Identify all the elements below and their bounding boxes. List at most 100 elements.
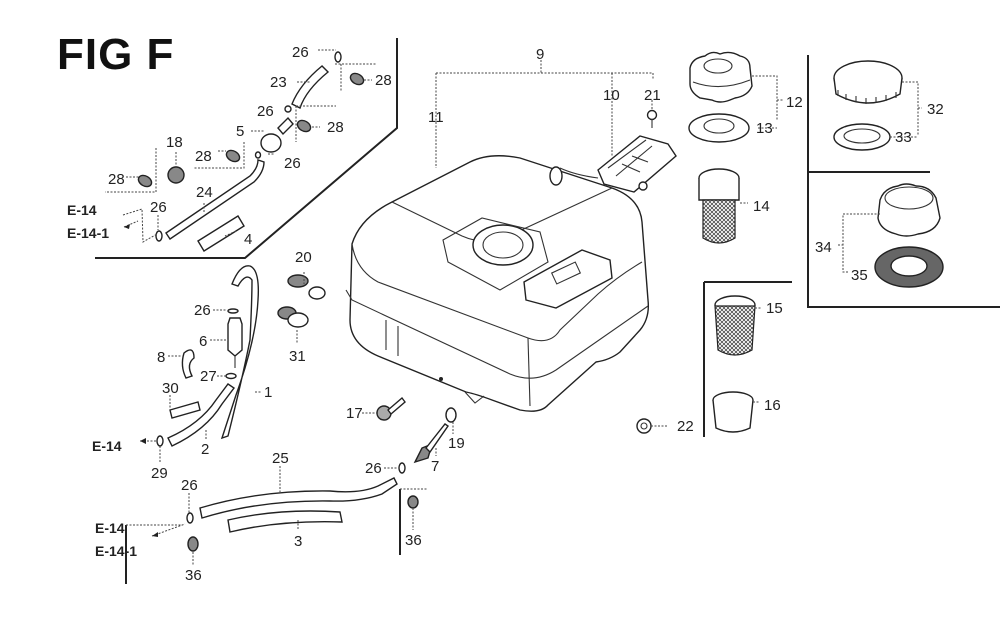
hose-2[interactable] xyxy=(167,383,236,447)
callout-12[interactable]: 12 xyxy=(786,94,803,111)
ref-e14-1-bottom[interactable]: E-14-1 xyxy=(95,543,137,559)
callout-26-filter[interactable]: 26 xyxy=(194,302,211,319)
clamp-20[interactable] xyxy=(287,274,326,300)
callout-33[interactable]: 33 xyxy=(895,129,912,146)
figure-title: FIG F xyxy=(57,30,175,79)
callout-36-right[interactable]: 36 xyxy=(405,532,422,549)
fuel-cock-7[interactable] xyxy=(413,423,449,464)
fuel-tube-23[interactable] xyxy=(291,65,330,109)
clip-26g[interactable] xyxy=(186,512,194,524)
washer-19[interactable] xyxy=(445,407,457,423)
alt-fuel-cap-2[interactable] xyxy=(877,183,941,237)
callout-8[interactable]: 8 xyxy=(157,349,165,366)
callout-16[interactable]: 16 xyxy=(764,397,781,414)
fuel-cap[interactable] xyxy=(689,51,753,103)
fuel-hose-25[interactable] xyxy=(199,477,398,519)
callout-25[interactable]: 25 xyxy=(272,450,289,467)
callout-27[interactable]: 27 xyxy=(200,368,217,385)
callout-36-left[interactable]: 36 xyxy=(185,567,202,584)
callout-10[interactable]: 10 xyxy=(603,87,620,104)
callout-28-upper[interactable]: 28 xyxy=(327,119,344,136)
arrow-e14-bottom xyxy=(152,532,158,537)
clip-8[interactable] xyxy=(181,349,195,379)
hose-30[interactable] xyxy=(169,401,201,419)
callout-19[interactable]: 19 xyxy=(448,435,465,452)
ref-e14-mid[interactable]: E-14 xyxy=(92,438,122,454)
callout-32[interactable]: 32 xyxy=(927,101,944,118)
strainer-screen[interactable] xyxy=(714,295,756,356)
bolt-17[interactable] xyxy=(376,396,406,421)
callout-15[interactable]: 15 xyxy=(766,300,783,317)
right-cap-panel-frame xyxy=(807,55,1000,308)
gauge-screw[interactable] xyxy=(646,109,658,129)
callout-1[interactable]: 1 xyxy=(264,384,272,401)
cap-gasket[interactable] xyxy=(688,113,750,143)
callout-24[interactable]: 24 xyxy=(196,184,213,201)
callout-28-top[interactable]: 28 xyxy=(375,72,392,89)
callout-26-upper[interactable]: 26 xyxy=(257,103,274,120)
callout-26-left[interactable]: 26 xyxy=(150,199,167,216)
callout-4[interactable]: 4 xyxy=(244,231,252,248)
callout-21[interactable]: 21 xyxy=(644,87,661,104)
callout-3[interactable]: 3 xyxy=(294,533,302,550)
callout-26-bottom[interactable]: 26 xyxy=(181,477,198,494)
clip-18[interactable] xyxy=(167,166,185,184)
upper-left-panel-frame xyxy=(95,38,398,259)
callout-13[interactable]: 13 xyxy=(756,120,773,137)
callout-22[interactable]: 22 xyxy=(677,418,694,435)
callout-31[interactable]: 31 xyxy=(289,348,306,365)
fuel-gauge[interactable] xyxy=(549,135,677,193)
fuel-strainer[interactable] xyxy=(698,168,740,244)
callout-34[interactable]: 34 xyxy=(815,239,832,256)
callout-23[interactable]: 23 xyxy=(270,74,287,91)
ref-e14-1-top[interactable]: E-14-1 xyxy=(67,225,109,241)
clip-27[interactable] xyxy=(225,372,237,380)
clip-26f[interactable] xyxy=(398,462,406,474)
fuel-tank[interactable] xyxy=(345,155,650,412)
callout-labels: 9 10 11 21 12 13 14 15 16 22 32 33 34 35… xyxy=(108,44,944,584)
callout-17[interactable]: 17 xyxy=(346,405,363,422)
clip-29[interactable] xyxy=(156,435,164,447)
callout-26-mid[interactable]: 26 xyxy=(284,155,301,172)
callout-35[interactable]: 35 xyxy=(851,267,868,284)
fuel-cock-5[interactable] xyxy=(260,105,294,153)
alt-cap-gasket[interactable] xyxy=(833,123,891,151)
arrow-e14-mid xyxy=(140,438,146,444)
callout-26-cock[interactable]: 26 xyxy=(365,460,382,477)
clip-26-parts[interactable] xyxy=(155,51,342,242)
callout-5[interactable]: 5 xyxy=(236,123,244,140)
callout-7[interactable]: 7 xyxy=(431,458,439,475)
callout-30[interactable]: 30 xyxy=(162,380,179,397)
callout-2[interactable]: 2 xyxy=(201,441,209,458)
fuel-tube-24[interactable] xyxy=(165,159,265,240)
drain-nut[interactable] xyxy=(636,418,652,434)
callout-14[interactable]: 14 xyxy=(753,198,770,215)
alt-fuel-cap[interactable] xyxy=(833,60,903,104)
callout-26-top[interactable]: 26 xyxy=(292,44,309,61)
callout-28-mid[interactable]: 28 xyxy=(195,148,212,165)
callout-29[interactable]: 29 xyxy=(151,465,168,482)
alt-cap-gasket-2[interactable] xyxy=(874,246,944,288)
clamp-31[interactable] xyxy=(277,306,309,328)
clamp-36-parts[interactable] xyxy=(187,495,419,552)
callout-18[interactable]: 18 xyxy=(166,134,183,151)
arrow-e14-top xyxy=(124,224,130,229)
clamp-28-parts[interactable] xyxy=(136,71,365,189)
ref-e14-top[interactable]: E-14 xyxy=(67,202,97,218)
callout-28-left[interactable]: 28 xyxy=(108,171,125,188)
callout-11[interactable]: 11 xyxy=(428,109,444,126)
tube-3[interactable] xyxy=(227,510,343,533)
callout-9[interactable]: 9 xyxy=(536,46,544,63)
panel-frames xyxy=(95,38,1000,584)
tube-4[interactable] xyxy=(197,215,245,252)
strainer-cup[interactable] xyxy=(712,391,754,433)
cross-references: E-14 E-14-1 E-14 E-14 E-14-1 xyxy=(67,202,158,559)
leader-lines xyxy=(105,49,922,566)
callout-6[interactable]: 6 xyxy=(199,333,207,350)
callout-20[interactable]: 20 xyxy=(295,249,312,266)
fuel-hose-1[interactable] xyxy=(220,265,260,440)
ref-e14-bottom[interactable]: E-14 xyxy=(95,520,125,536)
fuel-filter-6[interactable] xyxy=(227,308,243,368)
